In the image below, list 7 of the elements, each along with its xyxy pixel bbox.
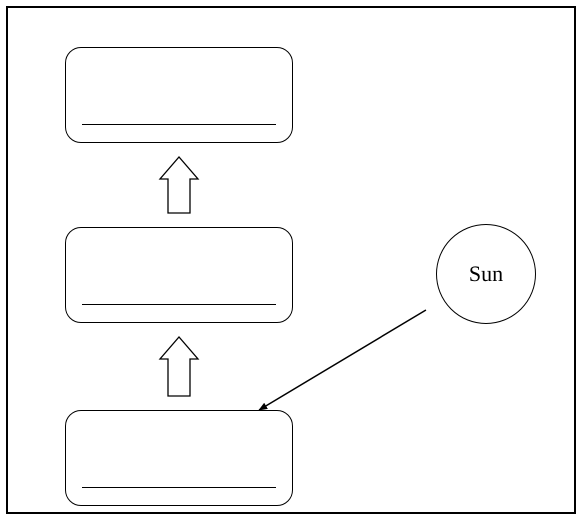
node-label: Sun [468,261,504,287]
answer-card [65,227,293,323]
block-arrow [158,336,200,397]
answer-card [65,47,293,143]
arrow [258,309,426,411]
block-arrow [158,156,200,214]
answer-card [65,410,293,506]
